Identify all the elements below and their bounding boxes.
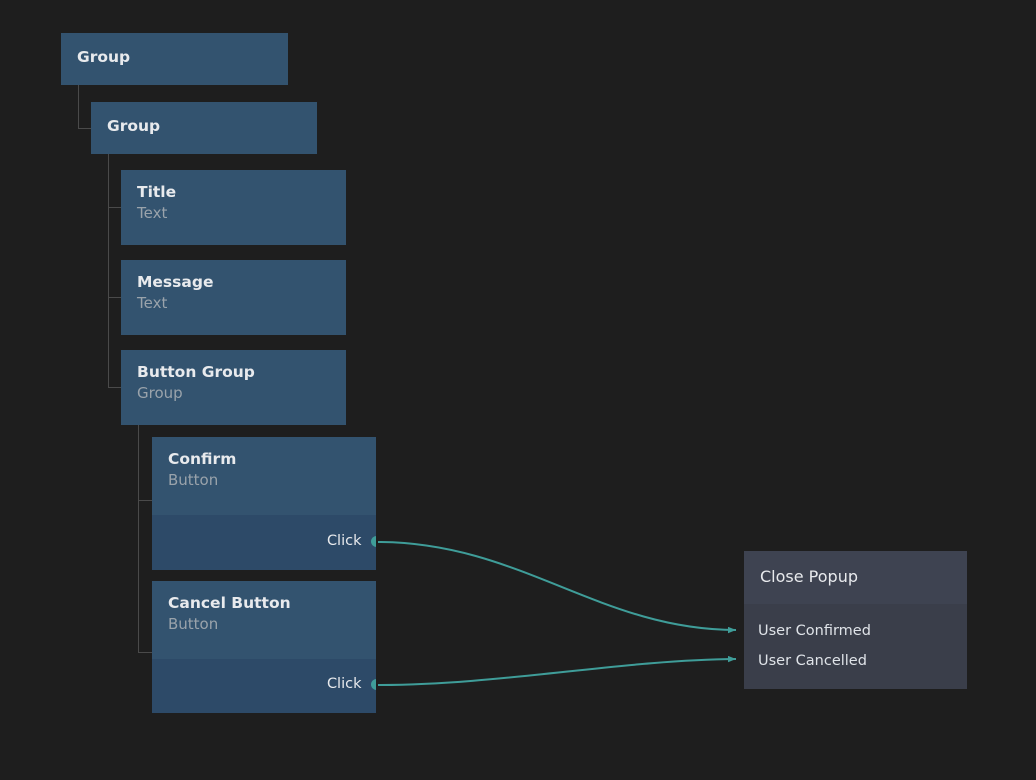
tree-connector-vertical bbox=[78, 85, 79, 128]
tree-node-title-text[interactable]: Title Text bbox=[121, 170, 346, 245]
tree-node-title: Button Group bbox=[137, 363, 255, 381]
tree-node-title: Group bbox=[107, 117, 161, 135]
tree-connector-horizontal bbox=[108, 387, 122, 388]
edge-cancel-to-user-cancelled bbox=[377, 655, 737, 686]
tree-connector-horizontal bbox=[78, 128, 92, 129]
tree-node-header: Confirm Button bbox=[152, 437, 376, 515]
tree-connector-horizontal bbox=[138, 652, 152, 653]
output-port-click[interactable]: Click bbox=[327, 533, 376, 549]
tree-node-confirm-button[interactable]: Confirm Button Click bbox=[152, 437, 376, 570]
output-port-click[interactable]: Click bbox=[327, 676, 376, 692]
tree-node-message-text[interactable]: Message Text bbox=[121, 260, 346, 335]
tree-node-subtitle: Button bbox=[168, 615, 219, 633]
output-port-label: Click bbox=[326, 676, 362, 692]
tree-node-body: Click bbox=[152, 659, 376, 713]
tree-node-header: Title Text bbox=[121, 170, 346, 224]
tree-node-header: Message Text bbox=[121, 260, 346, 314]
action-node-header: Close Popup bbox=[744, 551, 967, 604]
input-port-user-cancelled[interactable]: User Cancelled bbox=[744, 653, 867, 669]
tree-connector-horizontal bbox=[108, 207, 122, 208]
tree-node-title: Cancel Button bbox=[168, 594, 291, 612]
tree-node-subtitle: Button bbox=[168, 471, 219, 489]
output-port-dot-icon[interactable] bbox=[370, 535, 376, 547]
tree-node-root-group[interactable]: Group bbox=[61, 33, 288, 85]
action-node-close-popup[interactable]: Close Popup User Confirmed User Cancelle… bbox=[744, 551, 967, 689]
action-node-body: User Confirmed User Cancelled bbox=[744, 604, 967, 689]
tree-connector-horizontal bbox=[108, 297, 122, 298]
input-port-label: User Confirmed bbox=[758, 623, 871, 639]
tree-node-body: Click bbox=[152, 515, 376, 570]
tree-connector-vertical bbox=[108, 154, 109, 387]
tree-node-subtitle: Text bbox=[137, 294, 168, 312]
tree-node-button-group[interactable]: Button Group Group bbox=[121, 350, 346, 425]
input-port-label: User Cancelled bbox=[758, 653, 867, 669]
tree-node-header: Group bbox=[61, 33, 288, 68]
tree-node-header: Cancel Button Button bbox=[152, 581, 376, 659]
tree-node-title: Confirm bbox=[168, 450, 237, 468]
output-port-label: Click bbox=[326, 533, 362, 549]
tree-node-child-group[interactable]: Group bbox=[91, 102, 317, 154]
output-port-dot-icon[interactable] bbox=[370, 678, 376, 690]
action-node-title: Close Popup bbox=[760, 567, 858, 586]
tree-node-cancel-button[interactable]: Cancel Button Button Click bbox=[152, 581, 376, 713]
tree-node-title: Message bbox=[137, 273, 214, 291]
tree-node-header: Group bbox=[91, 102, 317, 137]
tree-node-title: Title bbox=[137, 183, 177, 201]
tree-connector-horizontal bbox=[138, 500, 152, 501]
tree-node-title: Group bbox=[77, 48, 131, 66]
tree-node-subtitle: Text bbox=[137, 204, 168, 222]
tree-node-header: Button Group Group bbox=[121, 350, 346, 404]
input-port-user-confirmed[interactable]: User Confirmed bbox=[744, 623, 871, 639]
edge-confirm-to-user-confirmed bbox=[377, 541, 737, 634]
tree-connector-vertical bbox=[138, 424, 139, 652]
tree-node-subtitle: Group bbox=[137, 384, 183, 402]
